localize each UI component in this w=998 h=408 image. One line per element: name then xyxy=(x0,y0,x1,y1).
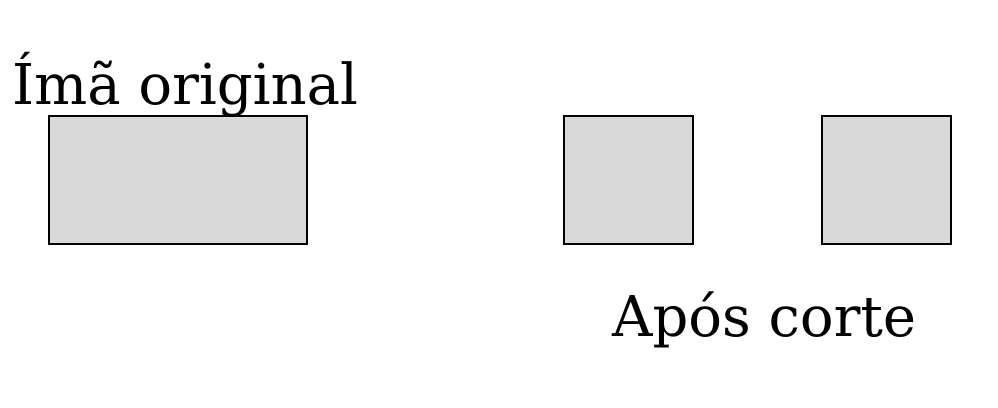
cut-magnet-piece-left xyxy=(563,115,694,245)
original-magnet-label: Ímã original xyxy=(12,53,358,118)
cut-magnet-piece-right xyxy=(821,115,952,245)
original-magnet xyxy=(48,115,308,245)
after-cut-label: Após corte xyxy=(612,285,917,350)
